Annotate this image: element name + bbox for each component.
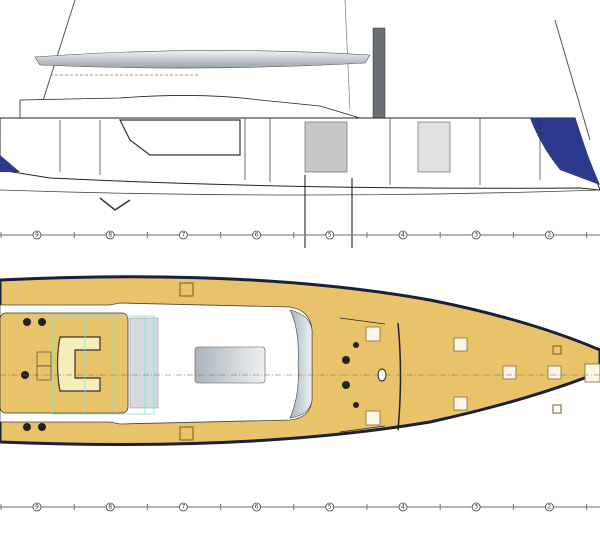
deck-plan (0, 275, 600, 446)
station-marker (325, 502, 335, 512)
station-label: 5 (328, 504, 332, 511)
hull-side (0, 117, 600, 191)
helm-seat (129, 317, 159, 409)
station-marker (252, 502, 262, 512)
deckhouse (19, 95, 361, 121)
station-label: 4 (401, 504, 405, 511)
station-label: 2 (547, 232, 551, 239)
engine-room (304, 121, 348, 173)
station-scale-bottom: 9 8 7 6 5 4 3 2 (0, 502, 600, 512)
station-marker (545, 502, 554, 512)
station-label: 9 (35, 504, 39, 511)
station-label: 9 (35, 232, 39, 239)
station-marker (252, 230, 262, 240)
propeller (99, 197, 131, 211)
saloon-stairs (119, 119, 241, 156)
station-marker (32, 502, 42, 512)
bow-accent (530, 118, 600, 185)
station-marker (32, 230, 42, 240)
station-label: 5 (328, 232, 332, 239)
stern-accent (0, 155, 20, 172)
station-marker (105, 502, 115, 512)
windscreen (289, 309, 313, 419)
station-label: 6 (255, 504, 259, 511)
station-marker (545, 230, 554, 240)
station-marker (105, 230, 115, 240)
station-label: 7 (181, 232, 185, 239)
station-label: 6 (255, 232, 259, 239)
mast (372, 27, 386, 124)
station-marker (325, 230, 335, 240)
jib-tracks (339, 317, 386, 433)
station-scale-top: 9 8 7 6 5 4 3 2 (0, 230, 600, 240)
station-marker (398, 502, 408, 512)
station-label: 4 (401, 232, 405, 239)
station-marker (471, 230, 481, 240)
side-profile (0, 0, 600, 248)
station-label: 3 (474, 232, 478, 239)
forestay (554, 19, 591, 141)
station-marker (471, 502, 481, 512)
cockpit-seating (56, 336, 101, 392)
station-label: 8 (108, 232, 112, 239)
boom (34, 50, 371, 69)
station-marker (178, 502, 188, 512)
bimini-outline (51, 315, 155, 415)
station-label: 8 (108, 504, 112, 511)
backstay (39, 0, 76, 111)
skylight (194, 346, 266, 384)
hatches-cockpit (36, 351, 52, 381)
bulkheads (59, 118, 541, 185)
station-marker (178, 230, 188, 240)
station-label: 2 (547, 504, 551, 511)
deck-hatches (365, 326, 600, 426)
forward-rail (397, 322, 402, 431)
winches (21, 318, 359, 431)
station-marker (398, 230, 408, 240)
storage-hatched (417, 121, 451, 173)
waterline (0, 189, 600, 196)
deck-fittings (179, 282, 562, 441)
station-label: 3 (474, 504, 478, 511)
station-label: 7 (181, 504, 185, 511)
